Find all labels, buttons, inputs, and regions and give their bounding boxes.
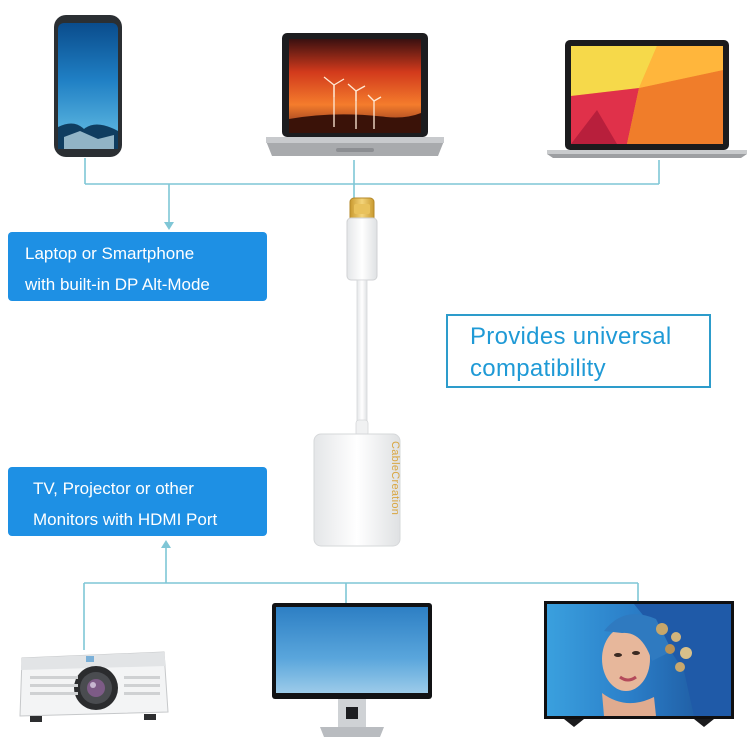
usb-c-adapter-icon bbox=[313, 197, 401, 547]
source-device-callout: Laptop or Smartphone with built-in DP Al… bbox=[8, 232, 267, 301]
smartphone-icon bbox=[54, 15, 122, 157]
compatibility-highlight: Provides universal compatibility bbox=[446, 314, 711, 388]
source-callout-line1: Laptop or Smartphone bbox=[25, 244, 195, 263]
display-callout-line1: TV, Projector or other bbox=[33, 479, 194, 498]
source-callout-line2: with built-in DP Alt-Mode bbox=[25, 275, 210, 294]
projector-icon bbox=[19, 651, 169, 722]
display-device-callout: TV, Projector or other Monitors with HDM… bbox=[8, 467, 267, 536]
highlight-line2: compatibility bbox=[470, 355, 606, 382]
display-callout-line2: Monitors with HDMI Port bbox=[33, 510, 218, 529]
highlight-line1: Provides universal bbox=[470, 323, 672, 350]
laptop-icon bbox=[266, 33, 444, 156]
tv-icon bbox=[544, 601, 734, 727]
monitor-icon bbox=[272, 603, 432, 737]
adapter-brand-label: CableCreation bbox=[389, 441, 401, 516]
macbook-icon bbox=[547, 40, 747, 158]
